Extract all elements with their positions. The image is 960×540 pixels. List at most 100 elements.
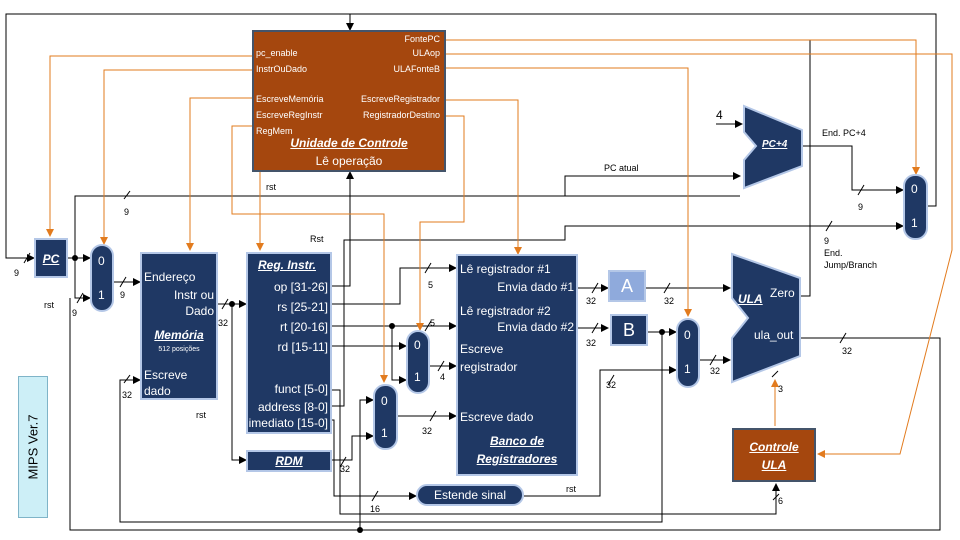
ula-control-title-1: Controle <box>749 440 799 454</box>
label-end-jump-2: Jump/Branch <box>824 260 878 270</box>
field-op: op [31-26] <box>273 280 328 294</box>
memory-sub: 512 posições <box>158 346 200 353</box>
w-mem-out: 32 <box>218 318 229 328</box>
w-wdata: 32 <box>422 426 433 436</box>
signal-instr-ou-dado: InstrOuDado <box>256 64 308 74</box>
label-end-jump-1: End. <box>824 248 843 258</box>
signal-ula-op: ULAop <box>412 48 440 58</box>
signal-fonte-pc: FontePC <box>404 34 440 44</box>
control-unit-title: Unidade de Controle <box>290 136 408 150</box>
rdm-label: RDM <box>275 454 303 468</box>
sign-extend-label: Estende sinal <box>433 488 507 502</box>
control-unit-subtitle: Lê operação <box>315 154 383 168</box>
w-mux-pc-in1: 9 <box>72 308 78 318</box>
w-ulaop: 3 <box>778 384 784 394</box>
w-ext-out: 32 <box>606 380 617 390</box>
mux-registrador-destino: 0 1 <box>406 330 430 394</box>
ula-control-title-2: ULA <box>761 458 787 472</box>
version-tag-text: MIPS Ver.7 <box>25 414 41 480</box>
field-rd: rd [15-11] <box>277 340 328 354</box>
memory-rst: rst <box>196 410 206 420</box>
field-funct: funct [5-0] <box>274 382 328 396</box>
rf-send2: Envia dado #2 <box>497 320 574 334</box>
register-b: B <box>610 314 648 346</box>
memory-write-1: Escreve <box>144 368 188 382</box>
w-mux-ula-out: 32 <box>710 366 721 376</box>
field-rs: rs [25-21] <box>277 300 328 314</box>
signal-escreve-registrador: EscreveRegistrador <box>360 94 440 104</box>
reg-instr-title: Reg. Instr. <box>258 258 317 272</box>
bus-width-ticks <box>23 184 865 502</box>
w-dest: 4 <box>440 372 446 382</box>
memory-addr: Endereço <box>144 270 196 284</box>
signal-ula-fonte-b: ULAFonteB <box>393 64 440 74</box>
memory-instr: Instr ou <box>173 288 214 302</box>
field-imediato: imediato [15-0] <box>248 416 328 430</box>
register-b-label: B <box>622 319 635 340</box>
w-ula-out: 32 <box>842 346 853 356</box>
pc4-label: PC+4 <box>762 139 788 150</box>
reg-instr-rst: Rst <box>310 234 324 244</box>
mux-ula-in1: 1 <box>684 362 691 376</box>
w-funct: 6 <box>778 496 784 506</box>
ula-title: ULA <box>738 292 763 306</box>
w-pc-in: 9 <box>14 268 20 278</box>
version-tag: MIPS Ver.7 <box>18 376 48 518</box>
memory-dado: Dado <box>185 304 214 318</box>
signal-reg-mem: RegMem <box>256 126 293 136</box>
ula-control: Controle ULA <box>732 428 816 482</box>
rf-read2: Lê registrador #2 <box>460 304 551 318</box>
register-file: Lê registrador #1 Envia dado #1 Lê regis… <box>456 254 578 476</box>
field-rt: rt [20-16] <box>279 320 328 334</box>
mux-wdata-in0: 0 <box>381 394 388 408</box>
memory: Endereço Instr ou Dado Memória 512 posiç… <box>140 252 218 400</box>
register-a: A <box>608 270 646 302</box>
signal-escreve-reg-instr: EscreveRegInstr <box>256 110 323 120</box>
ula-zero: Zero <box>770 286 795 300</box>
mux-dest-in0: 0 <box>414 338 421 352</box>
instruction-register: Reg. Instr. op [31-26] rs [25-21] rt [20… <box>246 252 332 434</box>
mux-dest-in1: 1 <box>414 370 421 384</box>
w-pc-atual: 9 <box>124 207 130 217</box>
rf-write2: registrador <box>460 360 518 374</box>
w-imediato: 16 <box>370 504 381 514</box>
signal-escreve-memoria: EscreveMemória <box>256 94 324 104</box>
rf-write1: Escreve <box>460 342 504 356</box>
pc4-shape <box>743 104 803 190</box>
register-a-label: A <box>620 275 633 296</box>
ula-shape <box>731 252 801 384</box>
sign-extend: Estende sinal <box>416 484 524 506</box>
pc-register: PC <box>34 238 68 278</box>
w-mux-pc-out: 9 <box>120 290 126 300</box>
signal-registrador-destino: RegistradorDestino <box>362 110 440 120</box>
rf-read1: Lê registrador #1 <box>460 262 551 276</box>
pc-rst: rst <box>44 300 54 310</box>
mux-pc-in1: 1 <box>98 288 105 302</box>
control-unit: pc_enable InstrOuDado EscreveMemória Esc… <box>252 30 446 172</box>
rdm-register: RDM <box>246 450 332 472</box>
w-rdm: 32 <box>340 464 351 474</box>
label-pc-atual: PC atual <box>604 163 639 173</box>
signal-pc-enable: pc_enable <box>256 48 298 58</box>
w-send1: 32 <box>586 296 597 306</box>
w-rs: 5 <box>428 280 434 290</box>
mux-reg-mem: 0 1 <box>373 384 398 450</box>
mux-fontepc-in0: 0 <box>911 182 918 196</box>
const-4: 4 <box>716 108 723 122</box>
mux-ula-in0: 0 <box>684 328 691 342</box>
rf-title-2: Registradores <box>476 452 558 466</box>
control-wires <box>46 39 953 458</box>
w-end-pc4: 9 <box>858 202 864 212</box>
field-address: address [8-0] <box>257 400 328 414</box>
ula-out: ula_out <box>754 328 794 342</box>
rf-wdata: Escreve dado <box>460 410 534 424</box>
rf-rst: rst <box>566 484 576 494</box>
mux-ula-fonte-b: 0 1 <box>676 318 700 388</box>
w-rt: 5 <box>430 318 436 328</box>
rf-send1: Envia dado #1 <box>497 280 574 294</box>
w-a-ula: 32 <box>664 296 675 306</box>
w-end-jump: 9 <box>824 236 830 246</box>
label-end-pc4: End. PC+4 <box>822 128 866 138</box>
